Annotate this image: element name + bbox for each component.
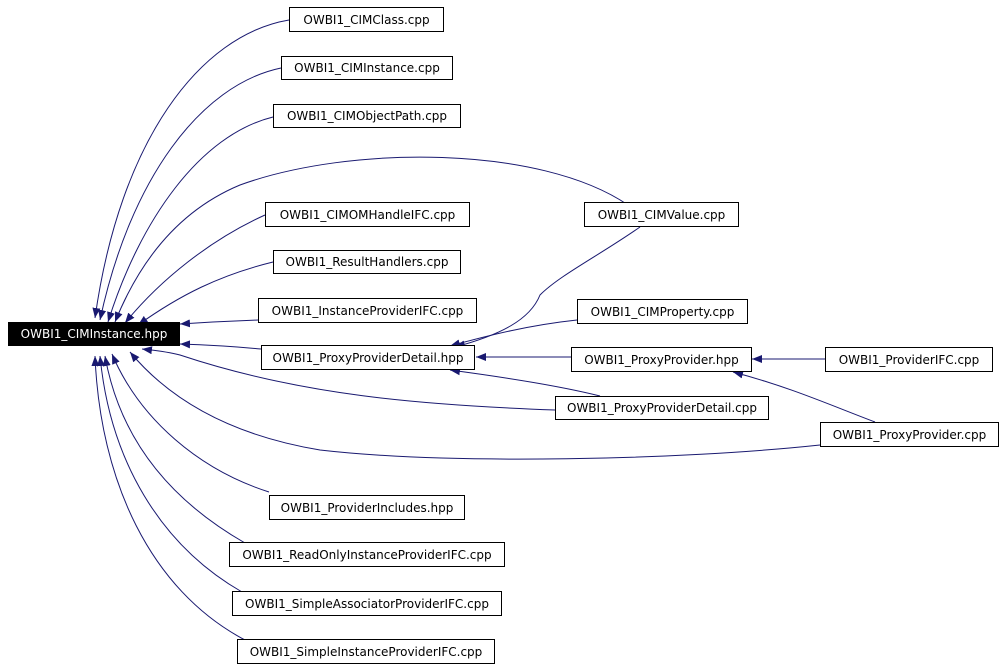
edge-ciminstance-cpp-to-ciminstance-hpp xyxy=(98,67,282,321)
edge-cimvalue-to-ciminstance-hpp xyxy=(114,156,629,323)
edge-cimvalue-to-proxyproviderdetail-hpp xyxy=(454,226,641,349)
node-simpleassociatorproviderifc-cpp[interactable]: OWBI1_SimpleAssociatorProviderIFC.cpp xyxy=(232,591,502,616)
node-proxyproviderdetail-hpp[interactable]: OWBI1_ProxyProviderDetail.hpp xyxy=(261,345,475,370)
node-cimproperty-cpp[interactable]: OWBI1_CIMProperty.cpp xyxy=(577,299,748,324)
node-cimclass-cpp[interactable]: OWBI1_CIMClass.cpp xyxy=(289,7,444,32)
node-proxyproviderdetail-cpp[interactable]: OWBI1_ProxyProviderDetail.cpp xyxy=(555,396,769,420)
edge-providerincludes-to-ciminstance-hpp xyxy=(111,353,270,493)
edge-instanceproviderifc-to-ciminstance-hpp xyxy=(179,319,259,328)
edge-proxyproviderdetail-cpp-to-ciminstance-hpp xyxy=(141,346,556,411)
edge-resulthandlers-to-ciminstance-hpp xyxy=(137,261,274,326)
edge-simpleinstanceproviderifc-to-ciminstance-hpp xyxy=(91,355,246,641)
node-cimvalue-cpp[interactable]: OWBI1_CIMValue.cpp xyxy=(584,202,739,227)
node-ciminstance-hpp[interactable]: OWBI1_CIMInstance.hpp xyxy=(8,322,180,346)
edge-readonlyinstanceproviderifc-to-ciminstance-hpp xyxy=(102,355,246,544)
edge-proxyprovider-cpp-to-ciminstance-hpp xyxy=(129,351,821,460)
edge-simpleassociatorproviderifc-to-ciminstance-hpp xyxy=(96,355,243,593)
node-simpleinstanceproviderifc-cpp[interactable]: OWBI1_SimpleInstanceProviderIFC.cpp xyxy=(237,639,495,664)
node-readonlyinstanceproviderifc-cpp[interactable]: OWBI1_ReadOnlyInstanceProviderIFC.cpp xyxy=(229,542,505,567)
edge-cimclass-to-ciminstance-hpp xyxy=(92,19,290,319)
node-proxyprovider-cpp[interactable]: OWBI1_ProxyProvider.cpp xyxy=(820,422,999,447)
node-ciminstance-cpp[interactable]: OWBI1_CIMInstance.cpp xyxy=(281,56,453,80)
node-providerincludes-hpp[interactable]: OWBI1_ProviderIncludes.hpp xyxy=(269,495,465,520)
node-proxyprovider-hpp[interactable]: OWBI1_ProxyProvider.hpp xyxy=(571,347,752,372)
node-instanceproviderifc-cpp[interactable]: OWBI1_InstanceProviderIFC.cpp xyxy=(258,298,477,323)
edge-cimproperty-to-proxyproviderdetail-hpp xyxy=(449,319,578,348)
node-cimomhandleifc-cpp[interactable]: OWBI1_CIMOMHandleIFC.cpp xyxy=(265,202,470,227)
edge-cimomhandleifc-to-ciminstance-hpp xyxy=(124,214,266,324)
edge-proxyproviderdetail-cpp-to-proxyproviderdetail-hpp xyxy=(449,367,601,397)
edge-proxyprovider-cpp-to-proxyprovider-hpp xyxy=(732,370,876,423)
edge-proxyproviderdetail-hpp-to-ciminstance-hpp xyxy=(179,340,262,350)
edge-cimobjectpath-to-ciminstance-hpp xyxy=(107,116,274,323)
node-resulthandlers-cpp[interactable]: OWBI1_ResultHandlers.cpp xyxy=(273,250,461,274)
node-cimobjectpath-cpp[interactable]: OWBI1_CIMObjectPath.cpp xyxy=(273,104,461,128)
node-providerifc-cpp[interactable]: OWBI1_ProviderIFC.cpp xyxy=(825,347,993,372)
